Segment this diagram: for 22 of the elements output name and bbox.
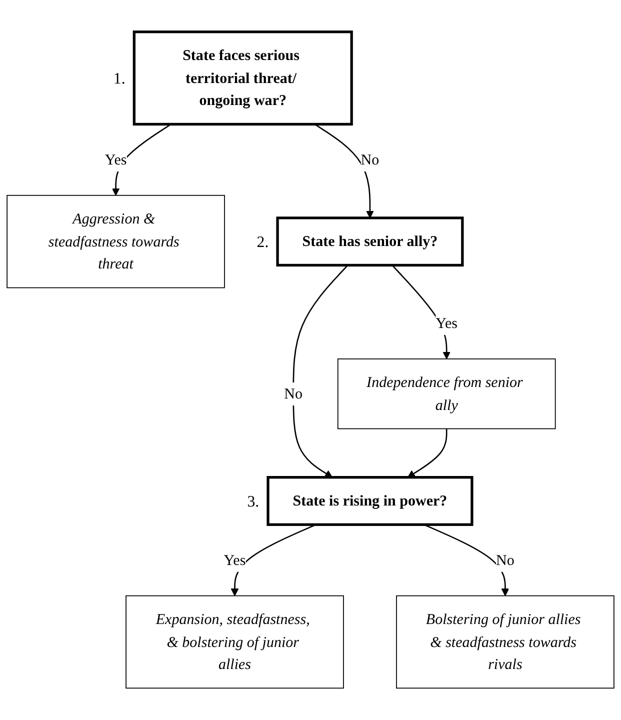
edge-label: Yes (224, 552, 246, 568)
edge-label: Yes (104, 151, 127, 168)
arrow (314, 124, 374, 218)
node-box: Aggression & steadfastness towards threat (6, 194, 225, 288)
node-box: State is rising in power? (266, 476, 474, 526)
node-box: State has senior ally? (276, 216, 464, 267)
step-number: 2. (256, 234, 269, 251)
edge-label: No (284, 385, 303, 402)
arrow (407, 428, 448, 478)
edge-label: No (496, 552, 514, 568)
edge-label: No (360, 151, 380, 168)
arrow (112, 124, 172, 196)
edge-label: Yes (436, 314, 458, 332)
step-number: 3. (247, 493, 260, 510)
node-box: Bolstering of junior allies & steadfastness towards rivals (396, 595, 614, 689)
node-box: State faces serious territorial threat/ ongoing war? (132, 30, 353, 126)
arrow (230, 524, 316, 596)
node-box: Independence from senior ally (337, 358, 556, 430)
node-box: Expansion, steadfastness, & bolstering of junior allies (126, 595, 344, 689)
arrow (424, 524, 510, 596)
arrow (292, 264, 348, 478)
step-number: 1. (113, 70, 126, 88)
